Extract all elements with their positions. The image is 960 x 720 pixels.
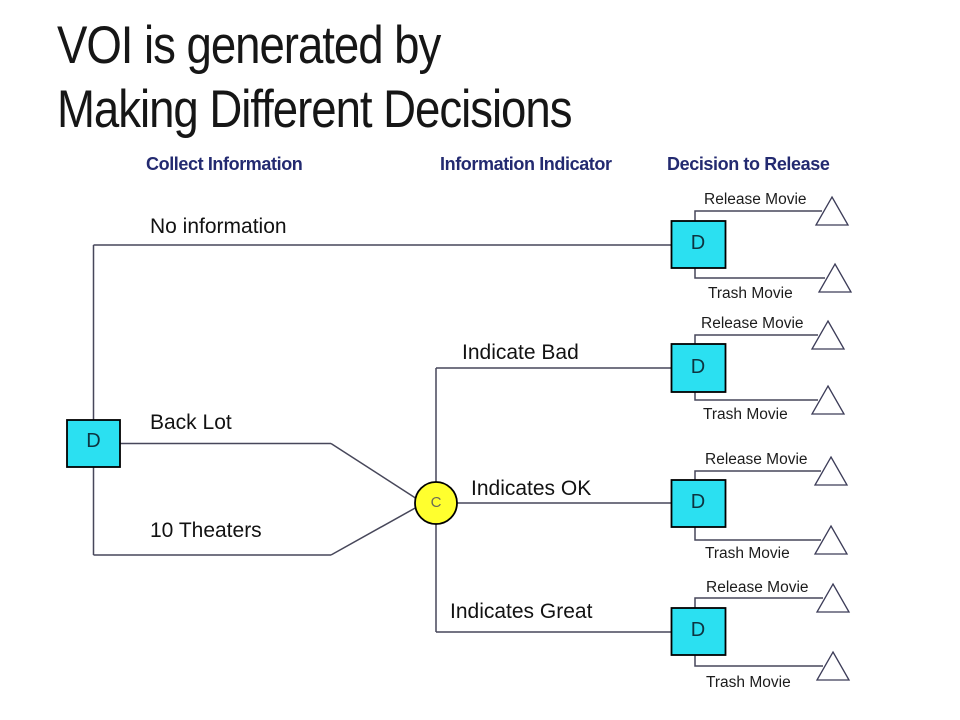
- outcome-label-trash-3: Trash Movie: [705, 545, 790, 562]
- terminal-release-3: [813, 455, 849, 486]
- outcome-label-release-4: Release Movie: [706, 579, 809, 596]
- terminal-trash-2: [810, 384, 846, 415]
- release-line-2: [694, 334, 818, 344]
- chance-node-letter: C: [430, 494, 442, 511]
- outcome-label-trash-4: Trash Movie: [706, 674, 791, 691]
- connector-lines: [92, 210, 825, 667]
- branch-label-indicates-ok: Indicates OK: [471, 477, 592, 500]
- slide-title-line1: VOI is generated by: [57, 16, 441, 75]
- terminal-release-4: [815, 582, 851, 613]
- release-decision-letter-3: D: [690, 491, 706, 513]
- back-lot-diagonal: [330, 442, 418, 500]
- column-header-information-indicator: Information Indicator: [440, 154, 612, 174]
- terminal-release-1: [814, 195, 850, 226]
- release-decision-letter-1: D: [690, 232, 706, 254]
- terminal-nodes: [810, 195, 853, 681]
- column-header-collect-information: Collect Information: [146, 154, 303, 174]
- terminal-release-2: [810, 319, 846, 350]
- outcome-label-release-2: Release Movie: [701, 315, 804, 332]
- branch-label-ten-theaters: 10 Theaters: [150, 519, 262, 542]
- release-line-1: [694, 210, 822, 221]
- outcome-label-release-3: Release Movie: [705, 451, 808, 468]
- terminal-trash-4: [815, 650, 851, 681]
- branch-label-indicates-great: Indicates Great: [450, 600, 593, 623]
- slide-title: VOI is generated by Making Different Dec…: [57, 14, 572, 142]
- column-header-decision-to-release: Decision to Release: [667, 154, 830, 174]
- release-line-4: [694, 597, 823, 608]
- release-line-3: [694, 470, 821, 480]
- branch-label-back-lot: Back Lot: [150, 411, 232, 434]
- branch-label-indicate-bad: Indicate Bad: [462, 341, 579, 364]
- terminal-trash-3: [813, 524, 849, 555]
- release-decision-node-3: [670, 479, 727, 528]
- root-decision-node: [66, 419, 121, 468]
- trash-line-3: [694, 527, 821, 541]
- trash-line-4: [694, 655, 823, 667]
- root-decision-letter: D: [86, 430, 101, 452]
- release-decision-letter-2: D: [690, 356, 706, 378]
- trash-line-2: [694, 392, 818, 401]
- branch-label-no-information: No information: [150, 215, 287, 238]
- outcome-label-trash-1: Trash Movie: [708, 285, 793, 302]
- outcome-label-release-1: Release Movie: [704, 191, 807, 208]
- release-decision-node-2: [670, 343, 727, 393]
- decision-nodes: [66, 220, 727, 656]
- outcome-label-trash-2: Trash Movie: [703, 406, 788, 423]
- ten-theaters-diagonal: [330, 506, 418, 556]
- release-decision-letter-4: D: [690, 619, 706, 641]
- trash-line-1: [694, 268, 825, 279]
- chance-node: [414, 481, 458, 525]
- slide-title-line2: Making Different Decisions: [57, 80, 572, 139]
- release-decision-node-4: [670, 607, 727, 656]
- terminal-trash-1: [817, 262, 853, 293]
- release-decision-node-1: [670, 220, 727, 269]
